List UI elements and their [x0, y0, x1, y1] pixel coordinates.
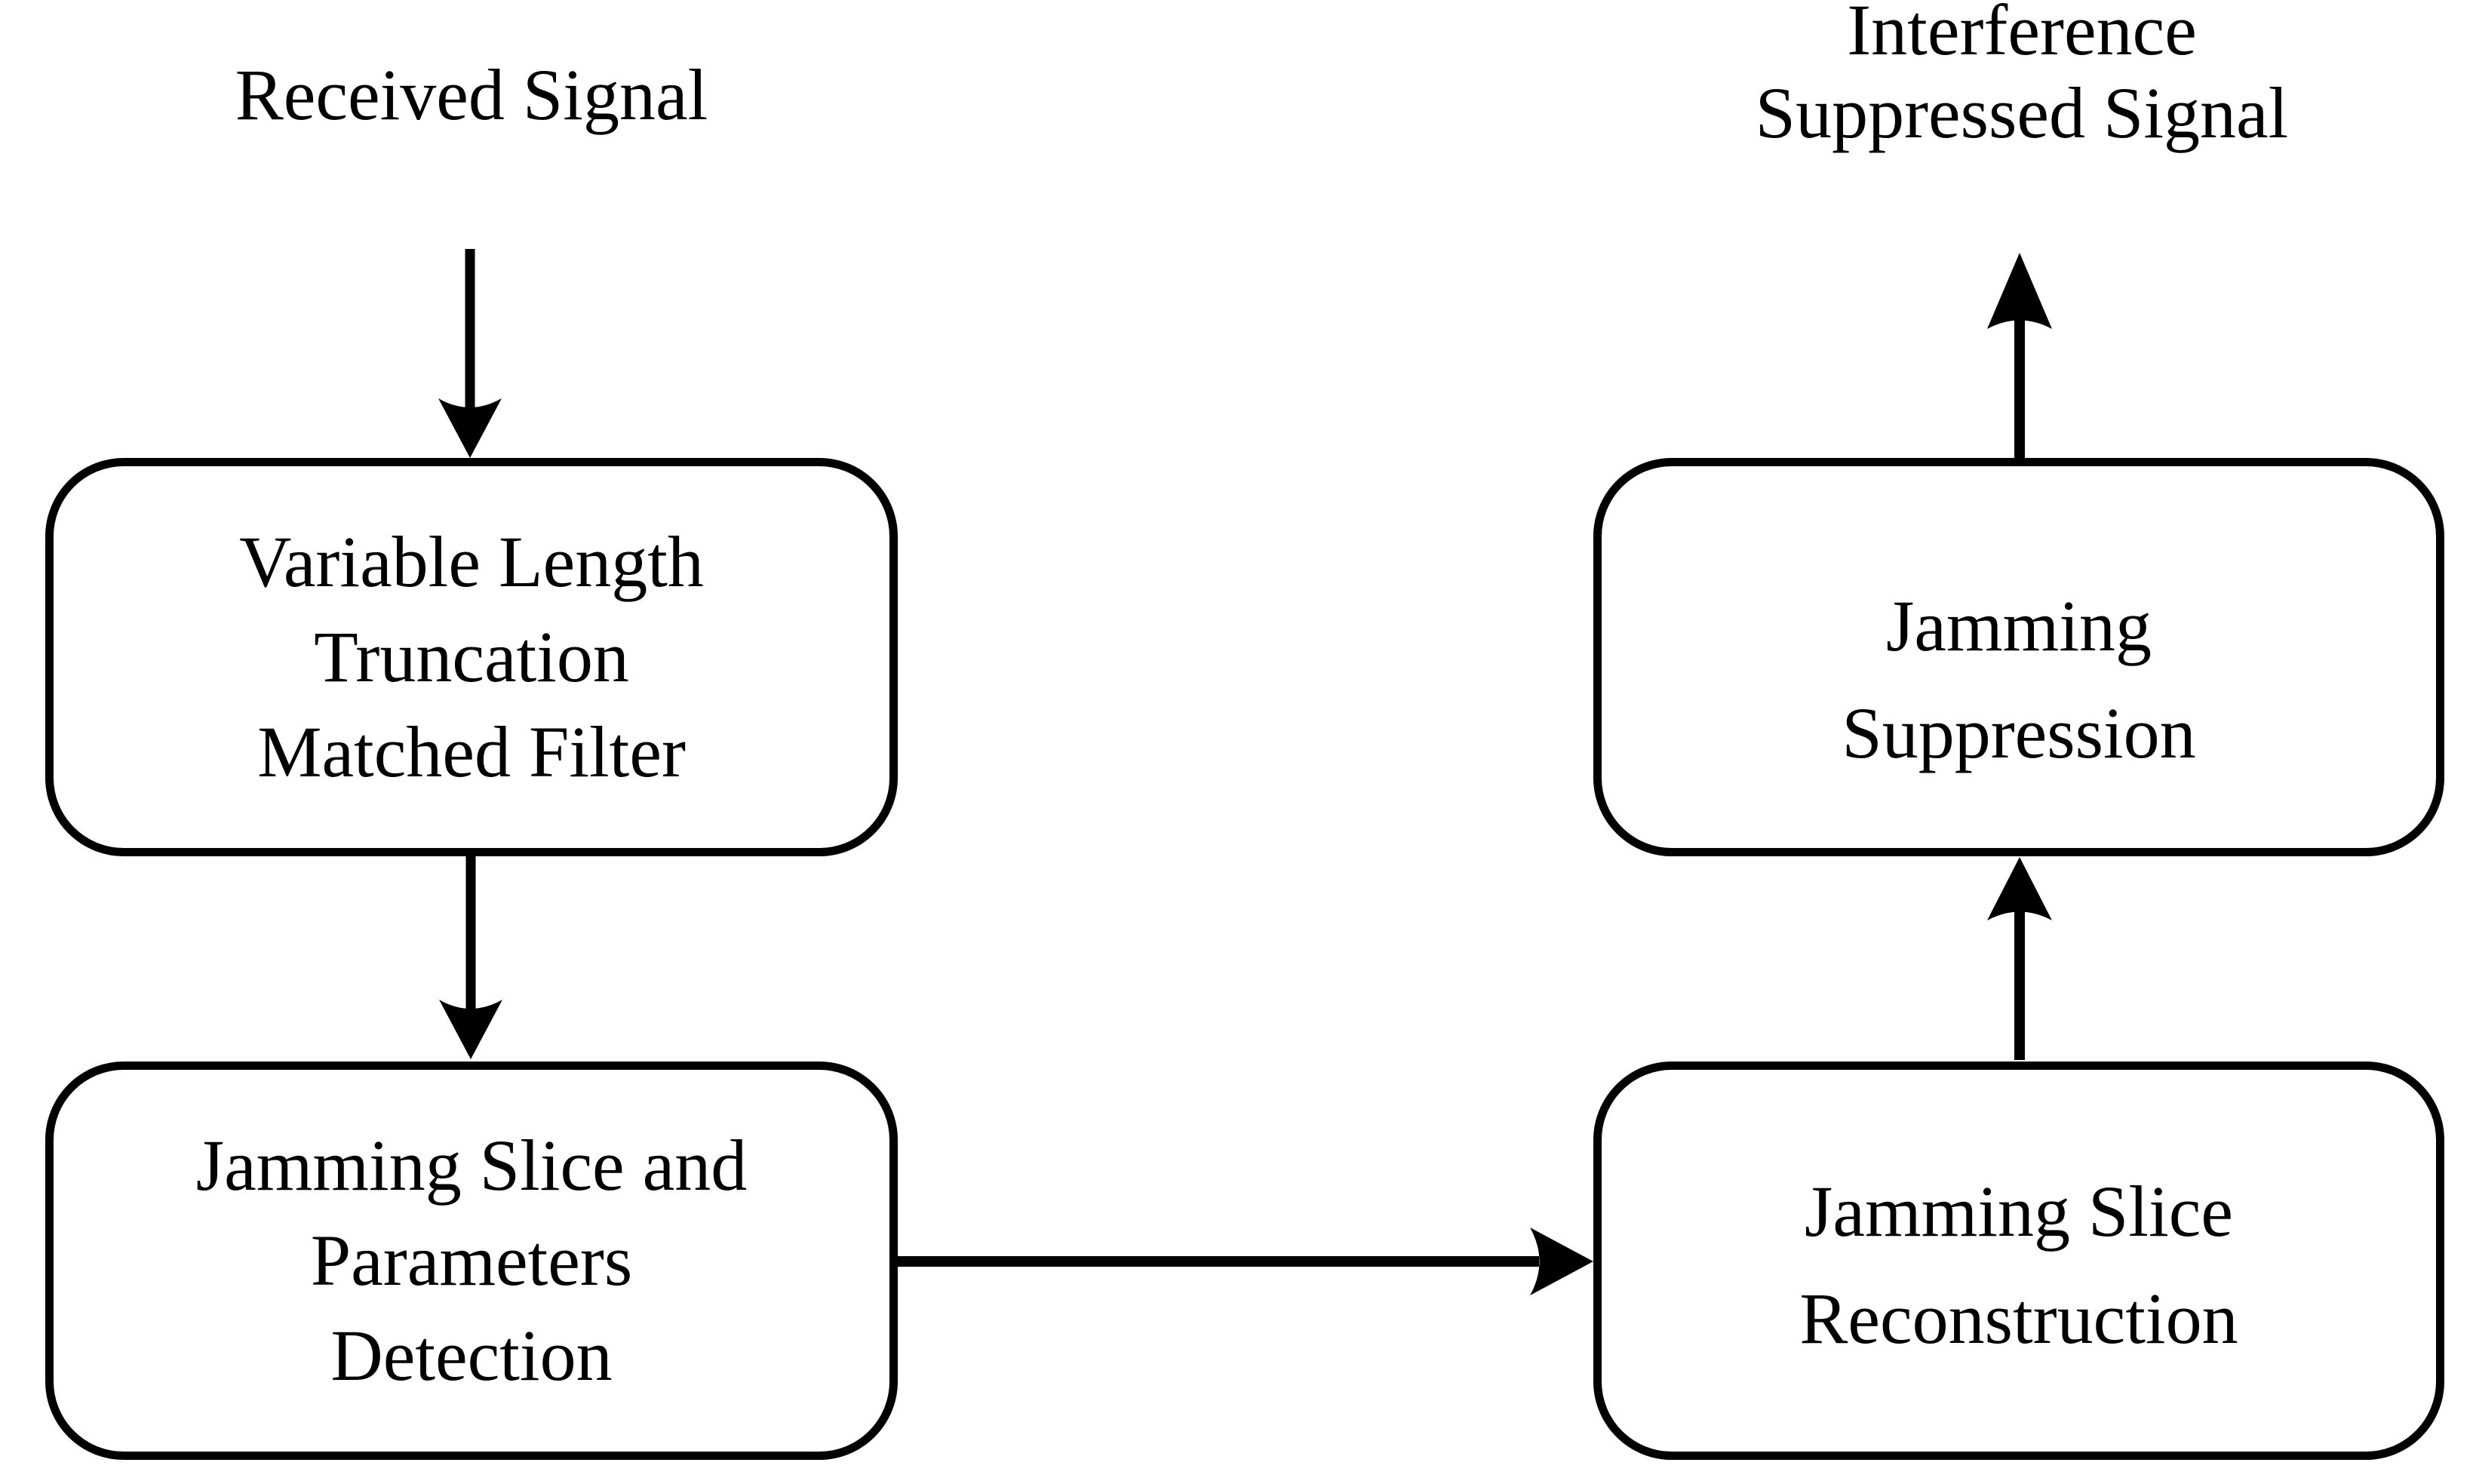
arrow-reconstruction-to-suppression-icon: [1987, 857, 2052, 1060]
node-label-stack: Jamming Slice Reconstruction: [1799, 1175, 2238, 1355]
arrow-input-to-filter-icon: [438, 249, 502, 458]
arrow-detection-to-reconstruction-icon: [894, 1227, 1593, 1295]
interference-suppressed-signal-label: Interference Suppressed Signal: [1577, 0, 2467, 149]
node-vlmf-line-2: Truncation: [314, 616, 629, 697]
node-jsr-line-2: Reconstruction: [1799, 1278, 2238, 1359]
arrow-suppression-to-output-icon: [1987, 253, 2052, 458]
node-jamming-suppression[interactable]: Jamming Suppression: [1593, 458, 2444, 856]
node-jsr-line-1: Jamming Slice: [1805, 1171, 2233, 1252]
node-variable-length-truncation-matched-filter[interactable]: Variable Length Truncation Matched Filte…: [45, 458, 898, 856]
node-js-line-1: Jamming: [1886, 585, 2152, 666]
node-vlmf-line-3: Matched Filter: [257, 711, 686, 792]
node-jspd-line-1: Jamming Slice and: [195, 1125, 748, 1206]
node-jamming-slice-and-parameters-detection[interactable]: Jamming Slice and Parameters Detection: [45, 1062, 898, 1460]
interference-suppressed-signal-line-1: Interference: [1847, 0, 2197, 70]
arrow-filter-to-detection-icon: [439, 856, 502, 1059]
node-label-stack: Jamming Slice and Parameters Detection: [196, 1129, 748, 1392]
received-signal-label: Received Signal: [41, 59, 902, 131]
node-label-stack: Variable Length Truncation Matched Filte…: [239, 526, 704, 788]
node-js-line-2: Suppression: [1842, 693, 2196, 773]
node-label-stack: Jamming Suppression: [1842, 590, 2195, 770]
node-jspd-line-3: Detection: [330, 1315, 613, 1396]
node-vlmf-line-1: Variable Length: [239, 521, 704, 602]
node-jamming-slice-reconstruction[interactable]: Jamming Slice Reconstruction: [1593, 1062, 2444, 1460]
interference-suppressed-signal-line-2: Suppressed Signal: [1755, 72, 2289, 153]
node-jspd-line-2: Parameters: [310, 1220, 633, 1301]
received-signal-line-1: Received Signal: [235, 54, 708, 135]
